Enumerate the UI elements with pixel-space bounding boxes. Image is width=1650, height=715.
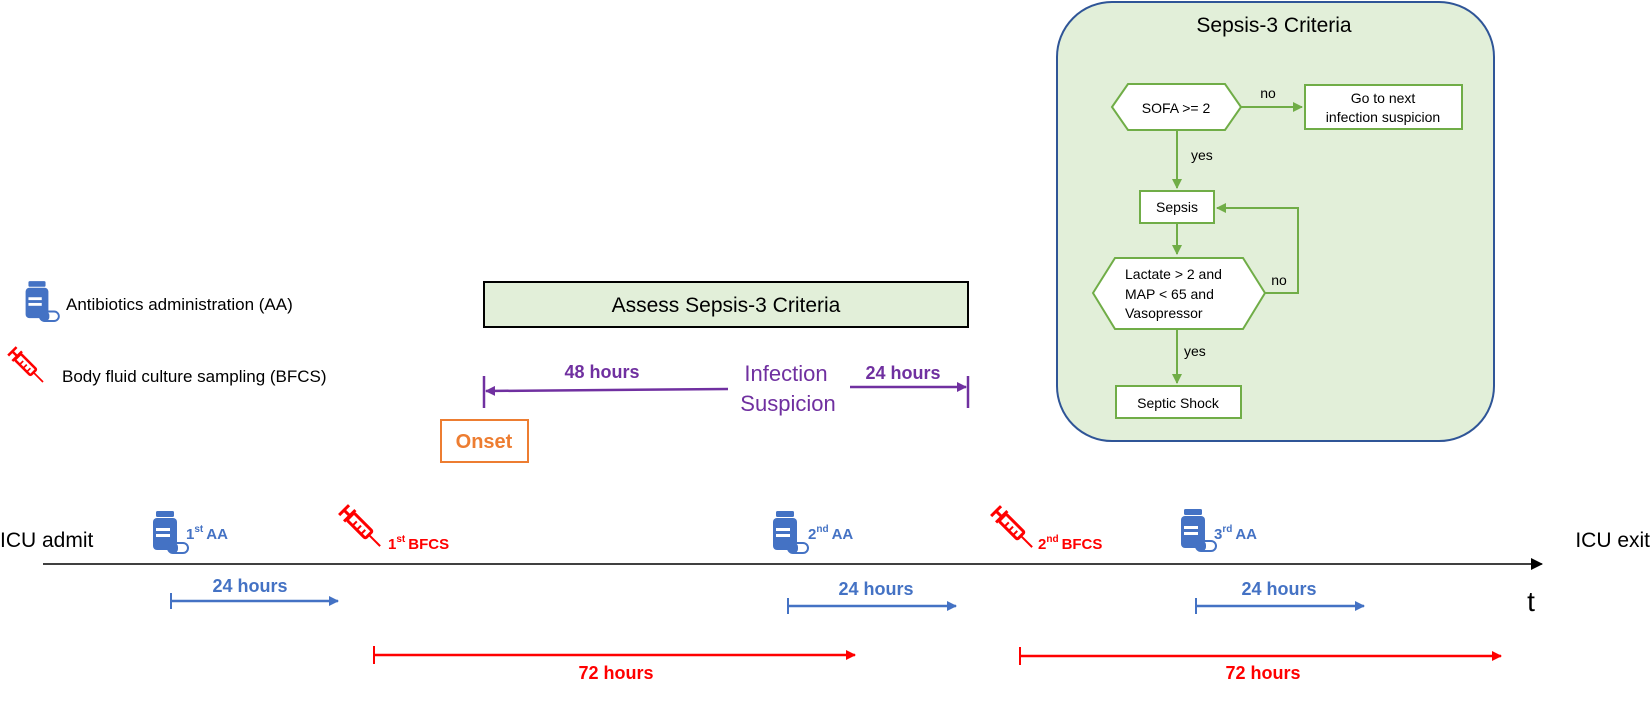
next-suspicion-line1: Go to next xyxy=(1351,90,1416,106)
next-suspicion-box xyxy=(1304,84,1463,130)
septic-shock-label: Septic Shock xyxy=(1137,395,1220,411)
lactate-line3: Vasopressor xyxy=(1125,305,1203,321)
next-suspicion-line2: infection suspicion xyxy=(1326,109,1440,125)
bfcs-window-1: 72 hours xyxy=(373,646,856,683)
syringe-icon xyxy=(336,502,388,554)
window-label: 24 hours xyxy=(212,576,287,596)
sepsis-label: Sepsis xyxy=(1156,199,1198,215)
legend-bfcs-label: Body fluid culture sampling (BFCS) xyxy=(62,367,327,386)
before-window-label: 48 hours xyxy=(564,362,639,382)
pill-bottle-icon xyxy=(1180,508,1217,552)
sofa-label: SOFA >= 2 xyxy=(1142,100,1211,116)
aa-window-3: 24 hours xyxy=(1195,579,1365,614)
assess-box-label: Assess Sepsis-3 Criteria xyxy=(612,294,841,317)
time-axis-label: t xyxy=(1527,586,1535,617)
sepsis-panel-title: Sepsis-3 Criteria xyxy=(1196,14,1352,37)
pill-bottle-icon xyxy=(24,280,60,322)
legend: Antibiotics administration (AA) Body flu… xyxy=(6,280,327,389)
window-label: 72 hours xyxy=(1225,663,1300,683)
pill-bottle-icon xyxy=(152,510,189,554)
syringe-icon xyxy=(6,345,50,389)
lactate-yes-label: yes xyxy=(1184,343,1206,359)
icu-admit-label: ICU admit xyxy=(0,529,94,552)
icu-exit-label: ICU exit xyxy=(1575,529,1650,552)
infection-suspicion-window: 48 hours 24 hours Infection Suspicion On… xyxy=(440,361,970,463)
aa-window-2: 24 hours xyxy=(787,579,957,614)
syringe-icon xyxy=(988,503,1040,555)
sepsis-criteria-panel: Sepsis-3 Criteria SOFA >= 2 no Go to nex… xyxy=(1056,1,1495,442)
lactate-no-loop-arrow xyxy=(1216,203,1299,294)
after-window-label: 24 hours xyxy=(865,363,940,383)
pill-bottle-icon xyxy=(772,510,809,554)
septic-shock-box xyxy=(1115,385,1242,419)
before-arrow xyxy=(485,385,729,396)
lactate-line1: Lactate > 2 and xyxy=(1125,266,1222,282)
lactate-no-label: no xyxy=(1271,272,1287,288)
onset-label: Onset xyxy=(456,431,513,453)
sofa-yes-label: yes xyxy=(1191,147,1213,163)
window-label: 24 hours xyxy=(1241,579,1316,599)
window-label: 72 hours xyxy=(578,663,653,683)
aa-window-1: 24 hours xyxy=(170,576,339,609)
infection-suspicion-line1: Infection xyxy=(744,361,827,386)
window-label: 24 hours xyxy=(838,579,913,599)
legend-aa-label: Antibiotics administration (AA) xyxy=(66,295,293,314)
lactate-line2: MAP < 65 and xyxy=(1125,286,1214,302)
infection-suspicion-line2: Suspicion xyxy=(740,391,835,416)
sofa-no-label: no xyxy=(1260,85,1276,101)
onset-box xyxy=(440,419,529,463)
bfcs-window-2: 72 hours xyxy=(1019,647,1502,683)
assess-sepsis-box: Assess Sepsis-3 Criteria xyxy=(483,281,969,328)
